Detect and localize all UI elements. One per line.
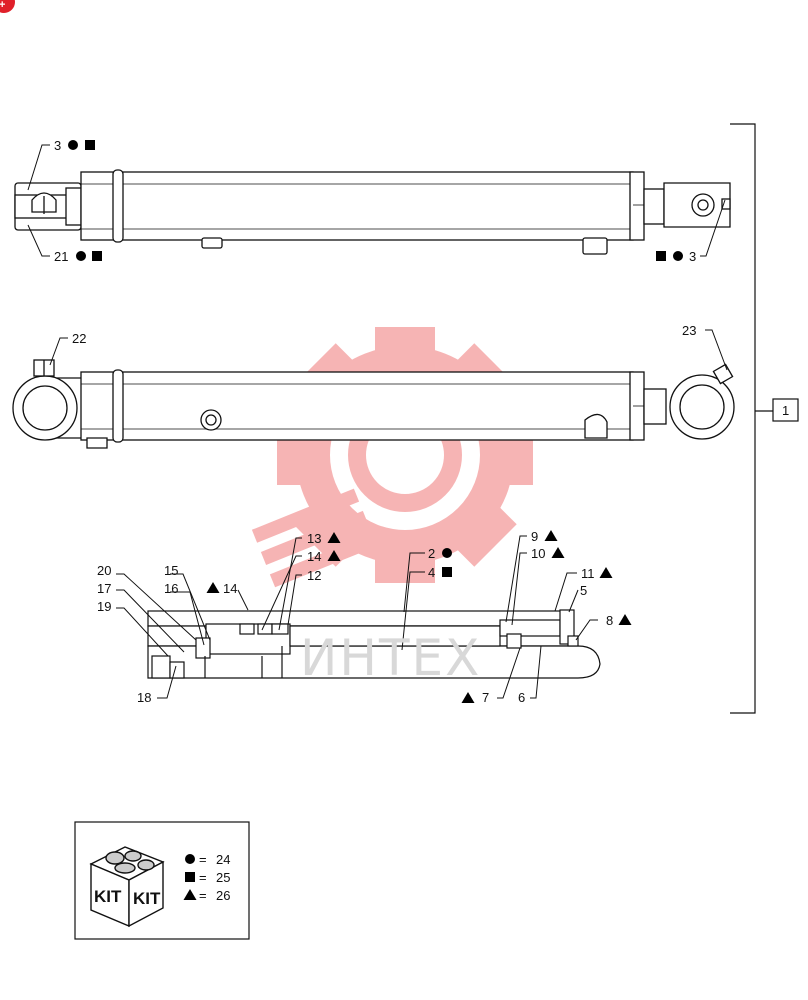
label-8: 8 <box>606 613 613 628</box>
filled-triangle-icon <box>544 530 558 541</box>
label-13: 13 <box>307 531 321 546</box>
callouts-top-view <box>27 144 726 257</box>
label-18: 18 <box>137 690 151 705</box>
filled-triangle-icon <box>551 547 565 558</box>
label-20: 20 <box>97 563 111 578</box>
legend-eq-1: = <box>199 852 207 867</box>
label-5: 5 <box>580 583 587 598</box>
legend-eq-3: = <box>199 888 207 903</box>
label-14-left: 14 <box>223 581 237 596</box>
label-14-top: 14 <box>307 549 321 564</box>
label-11: 11 <box>581 566 595 581</box>
filled-circle-icon <box>442 548 452 558</box>
filled-circle-icon <box>68 140 78 150</box>
filled-square-icon <box>92 251 102 261</box>
label-4: 4 <box>428 565 435 580</box>
label-12: 12 <box>307 568 321 583</box>
label-7: 7 <box>482 690 489 705</box>
label-23: 23 <box>682 323 696 338</box>
red-badge-icon[interactable]: + <box>0 0 15 13</box>
label-19: 19 <box>97 599 111 614</box>
filled-square-icon <box>85 140 95 150</box>
label-6: 6 <box>518 690 525 705</box>
label-16: 16 <box>164 581 178 596</box>
label-3-top: 3 <box>54 138 61 153</box>
label-9: 9 <box>531 529 538 544</box>
label-1: 1 <box>782 403 789 418</box>
filled-square-icon <box>656 251 666 261</box>
filled-square-icon <box>185 872 195 882</box>
cylinder-top-view <box>14 169 731 255</box>
callouts-section <box>116 535 598 699</box>
label-10: 10 <box>531 546 545 561</box>
legend-value-26: 26 <box>216 888 230 903</box>
section-detail <box>147 609 601 679</box>
watermark-text: ИНТЕХ <box>300 629 481 687</box>
legend-value-24: 24 <box>216 852 230 867</box>
assembly-bracket <box>730 123 799 714</box>
callouts-side-view <box>49 329 728 371</box>
filled-circle-icon <box>76 251 86 261</box>
label-15: 15 <box>164 563 178 578</box>
kit-legend: KIT KIT = 24 = 25 = 26 <box>74 821 250 940</box>
filled-triangle-icon <box>206 582 220 593</box>
filled-triangle-icon <box>599 567 613 578</box>
label-21: 21 <box>54 249 68 264</box>
label-17: 17 <box>97 581 111 596</box>
legend-value-25: 25 <box>216 870 230 885</box>
cylinder-side-view <box>12 359 735 449</box>
kit-label-right: KIT <box>133 889 161 908</box>
label-2: 2 <box>428 546 435 561</box>
kit-label-left: KIT <box>94 887 122 906</box>
filled-circle-icon <box>673 251 683 261</box>
label-3-right: 3 <box>689 249 696 264</box>
kit-box-icon <box>89 846 165 928</box>
svg-text:+: + <box>0 0 5 11</box>
filled-triangle-icon <box>461 692 475 703</box>
filled-square-icon <box>442 567 452 577</box>
filled-circle-icon <box>185 854 195 864</box>
filled-triangle-icon <box>618 614 632 625</box>
label-22: 22 <box>72 331 86 346</box>
legend-eq-2: = <box>199 870 207 885</box>
